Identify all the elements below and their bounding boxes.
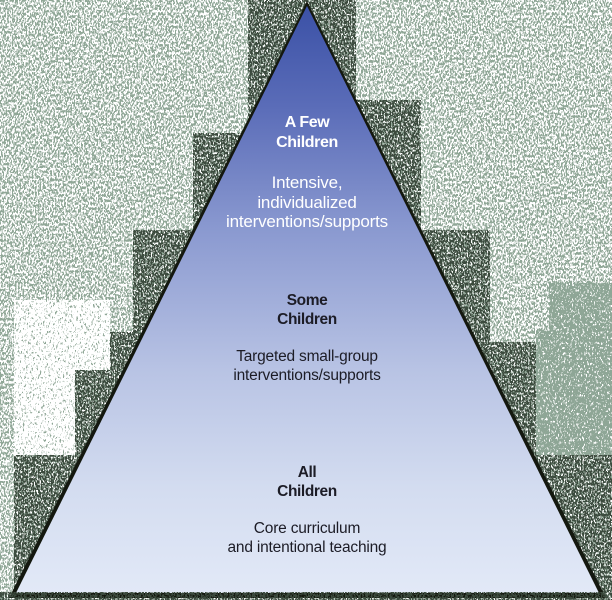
tier-a-few-children: A Few Children Intensive, individualized… bbox=[157, 95, 457, 250]
tier-all-children: All Children Core curriculum and intenti… bbox=[157, 445, 457, 575]
pyramid-triangle bbox=[16, 6, 599, 593]
tier-all-children-heading: All Children bbox=[277, 464, 337, 500]
background-step-medium-right-upper bbox=[549, 283, 612, 330]
tier-a-few-children-body: Intensive, individualized interventions/… bbox=[226, 173, 388, 231]
tier-some-children-heading: Some Children bbox=[277, 292, 337, 328]
tier-some-children: Some Children Targeted small-group inter… bbox=[157, 273, 457, 403]
background-step-medium-right-lower bbox=[536, 330, 612, 455]
background-step-white-left-upper bbox=[14, 300, 110, 370]
tier-some-children-body: Targeted small-group interventions/suppo… bbox=[233, 348, 381, 384]
bottom-noise-strip bbox=[0, 592, 612, 600]
tier-all-children-body: Core curriculum and intentional teaching bbox=[227, 520, 387, 556]
background-step-white-left-lower bbox=[14, 370, 75, 455]
tier-a-few-children-heading: A Few Children bbox=[276, 114, 338, 151]
